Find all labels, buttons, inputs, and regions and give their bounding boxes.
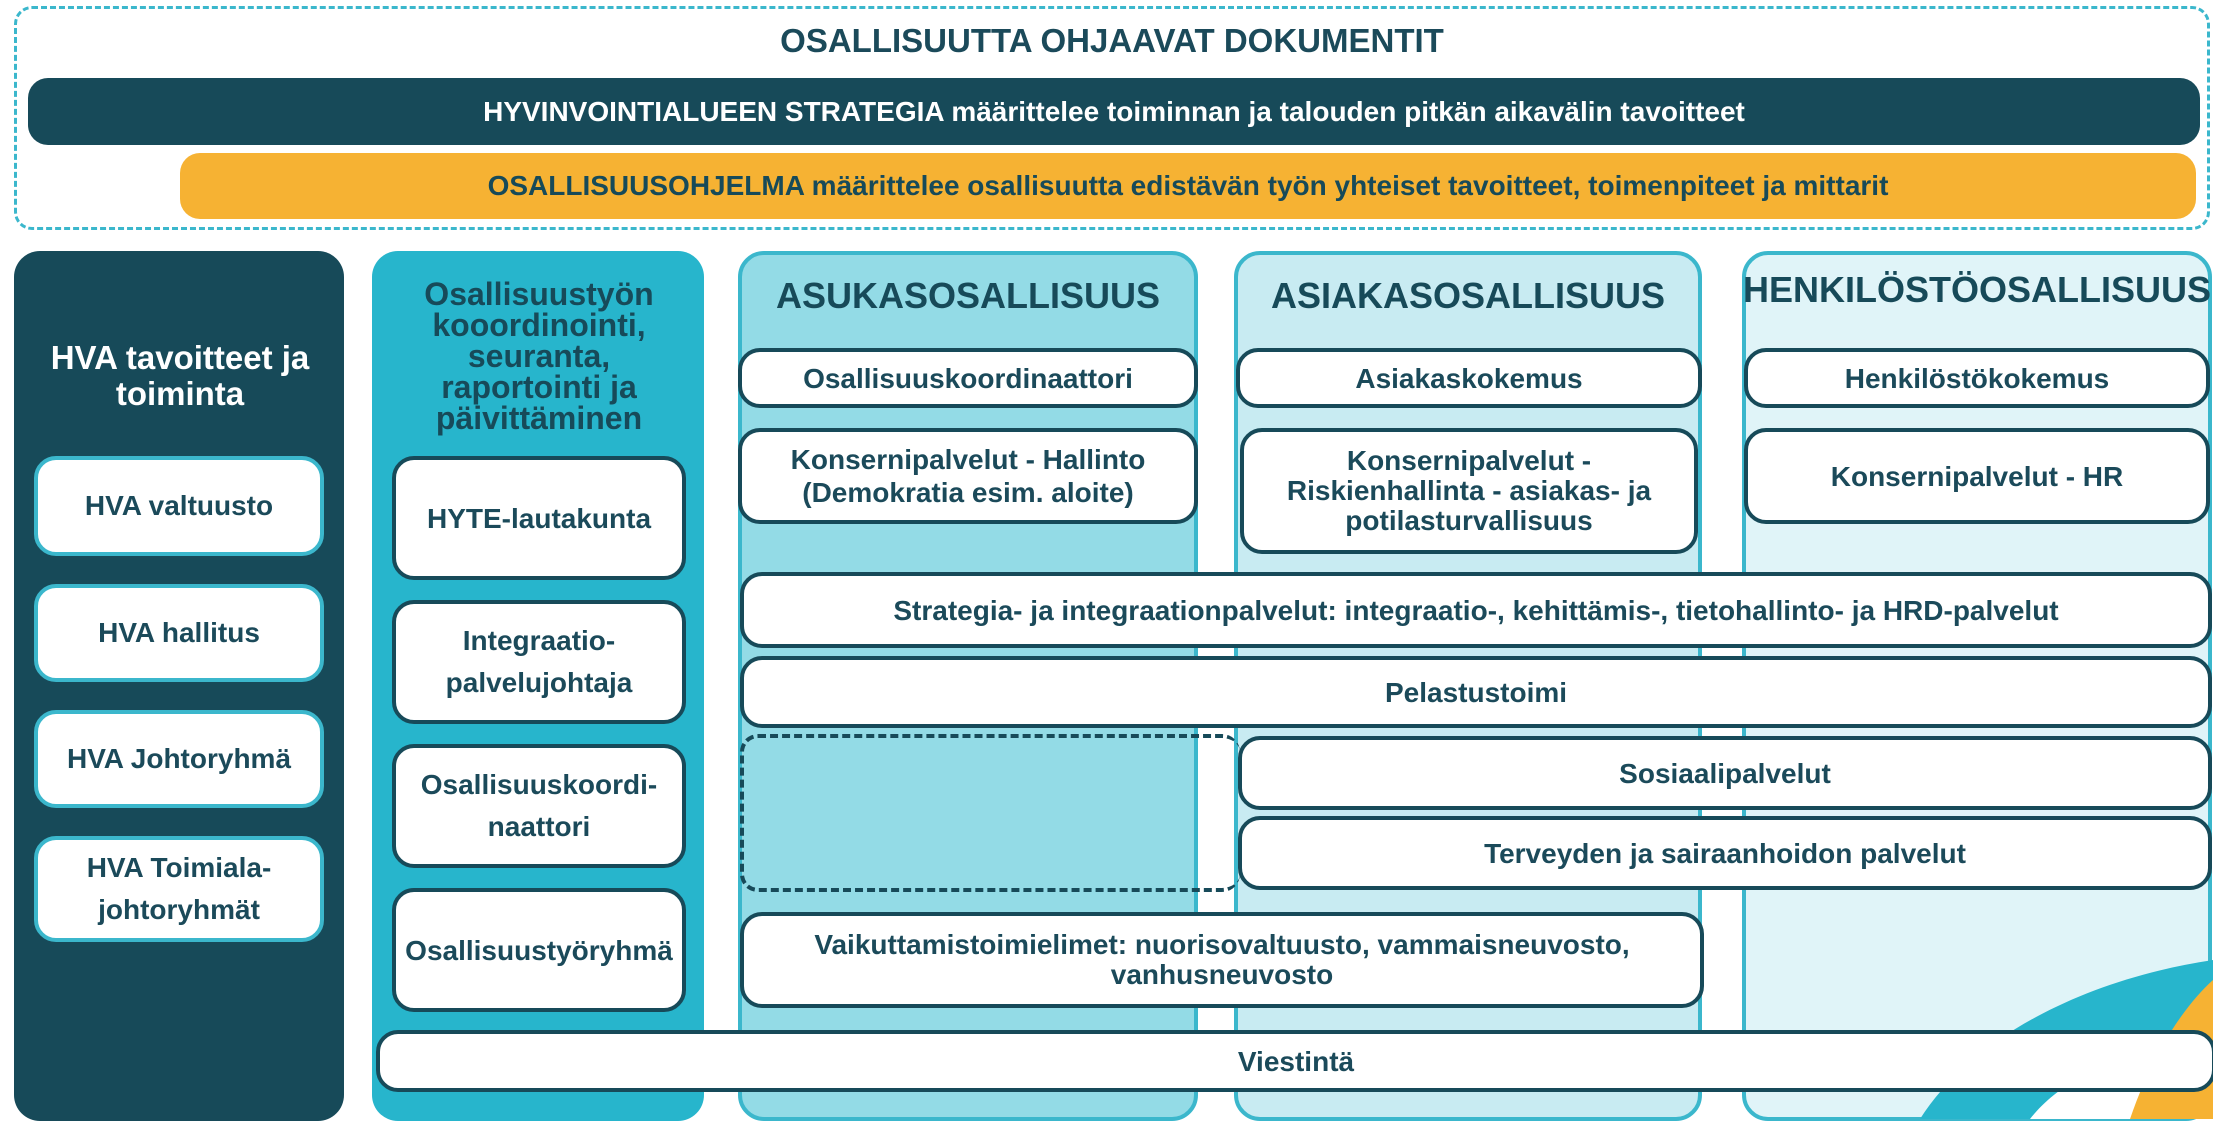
social-services-box: Sosiaalipalvelut [1238, 736, 2212, 810]
health-services-box: Terveyden ja sairaanhoidon palvelut [1238, 816, 2212, 890]
coord-box-integration-director: Integraatio-palvelujohtaja [392, 600, 686, 724]
staff-participation-title: HENKILÖSTÖOSALLISUUS [1742, 269, 2212, 310]
resident-participation-title: ASUKASOSALLISUUS [775, 275, 1161, 316]
coord-box-coordinator: Osallisuuskoordi-naattori [392, 744, 686, 868]
staff-box-hr: Konsernipalvelut - HR [1744, 428, 2210, 524]
rescue-services-box: Pelastustoimi [740, 656, 2212, 728]
advocacy-bodies-box: Vaikuttamistoimielimet: nuorisovaltuusto… [740, 912, 1704, 1008]
resident-box-administration: Konsernipalvelut - Hallinto (Demokratia … [738, 428, 1198, 524]
coordination-column-title: Osallisuustyön kooordinointi, seuranta, … [424, 275, 654, 436]
client-box-experience: Asiakaskokemus [1236, 348, 1702, 408]
client-box-risk-management: Konsernipalvelut - Riskienhallinta - asi… [1240, 428, 1698, 554]
coord-box-working-group: Osallisuustyöryhmä [392, 888, 686, 1012]
hva-column [14, 251, 344, 1121]
communications-box: Viestintä [376, 1030, 2213, 1092]
hva-column-title: HVA tavoitteet ja toiminta [50, 339, 310, 412]
client-participation-title: ASIAKASOSALLISUUS [1270, 275, 1666, 316]
guiding-documents-frame [14, 6, 2210, 230]
resident-box-coordinator: Osallisuuskoordinaattori [738, 348, 1198, 408]
dashed-placeholder-area [740, 734, 1240, 892]
coord-box-hyte: HYTE-lautakunta [392, 456, 686, 580]
staff-box-experience: Henkilöstökokemus [1744, 348, 2210, 408]
hva-box-sector-management: HVA Toimiala-johtoryhmät [34, 836, 324, 942]
participation-program-bar: OSALLISUUSOHJELMA määrittelee osallisuut… [180, 153, 2196, 219]
guiding-documents-title: OSALLISUUTTA OHJAAVAT DOKUMENTIT [780, 22, 1444, 59]
strategy-bar: HYVINVOINTIALUEEN STRATEGIA määrittelee … [28, 78, 2200, 145]
strategy-integration-services-box: Strategia- ja integraationpalvelut: inte… [740, 572, 2212, 648]
hva-box-council: HVA valtuusto [34, 456, 324, 556]
hva-box-board: HVA hallitus [34, 584, 324, 682]
hva-box-management: HVA Johtoryhmä [34, 710, 324, 808]
